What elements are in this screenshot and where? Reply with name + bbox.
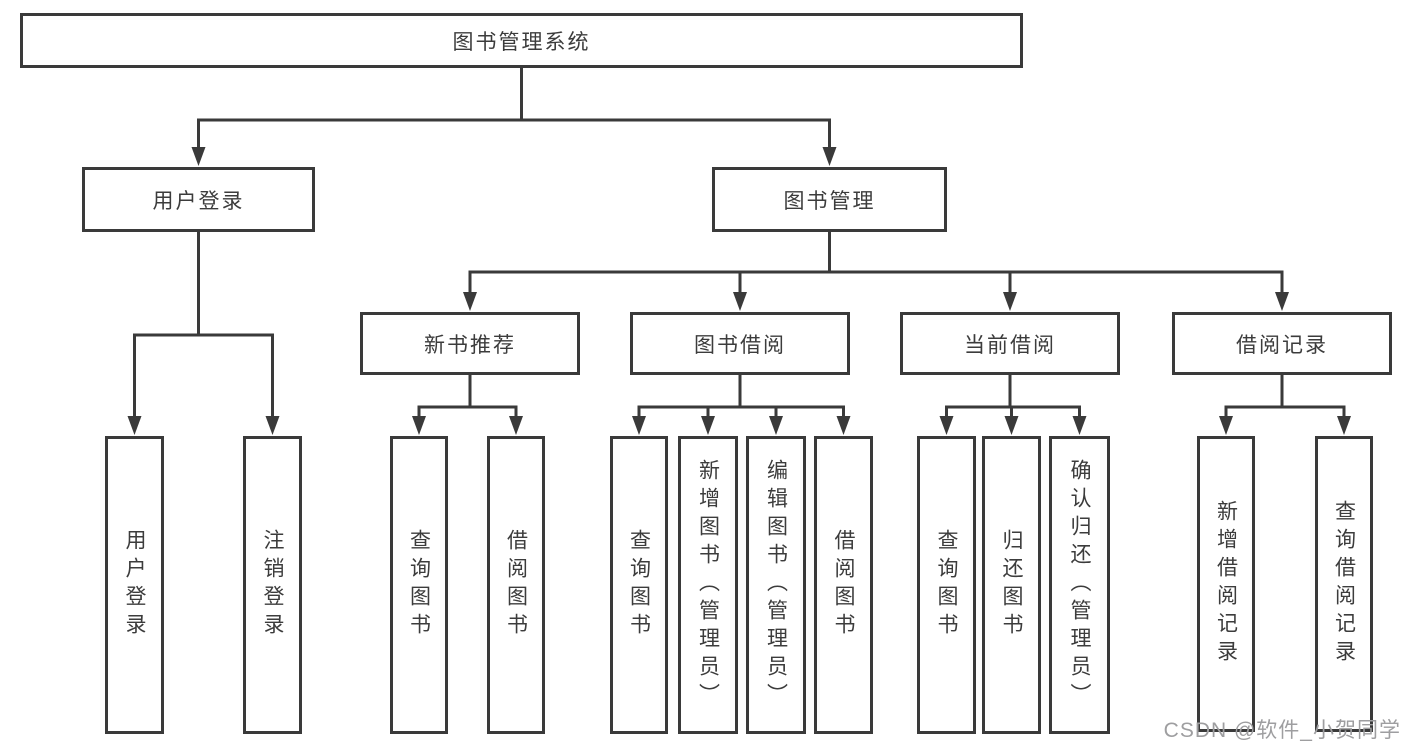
node-label: 查询图书 xyxy=(627,529,651,641)
node-label: 当前借阅 xyxy=(964,333,1056,357)
arrowhead-down-icon xyxy=(1337,416,1351,435)
arrowhead-down-icon xyxy=(1275,292,1289,311)
node-label: 图书管理系统 xyxy=(452,30,591,54)
arrowhead-down-icon xyxy=(1072,416,1087,435)
node-label: 注销登录 xyxy=(261,529,284,641)
node-leaf-logout: 注销登录 xyxy=(243,436,302,734)
node-label: 确认归还（管理员） xyxy=(1068,459,1091,711)
node-label: 用户登录 xyxy=(123,529,146,641)
arrowhead-down-icon xyxy=(836,416,851,435)
arrowhead-down-icon xyxy=(632,416,646,435)
node-new-book-recommend: 新书推荐 xyxy=(360,312,580,375)
node-label: 编辑图书（管理员） xyxy=(764,459,788,711)
node-label: 查询图书 xyxy=(935,529,958,641)
arrowhead-down-icon xyxy=(1219,416,1233,435)
arrowhead-down-icon xyxy=(191,147,206,166)
arrowhead-down-icon xyxy=(509,416,523,435)
node-label: 用户登录 xyxy=(152,189,245,213)
arrowhead-down-icon xyxy=(939,416,954,435)
arrowhead-down-icon xyxy=(769,416,783,435)
arrowhead-down-icon xyxy=(463,292,477,311)
node-leaf-add-borrow-record: 新增借阅记录 xyxy=(1197,436,1255,732)
node-leaf-user-login: 用户登录 xyxy=(105,436,164,734)
node-label: 查询借阅记录 xyxy=(1332,500,1356,668)
node-leaf-query-borrow-record: 查询借阅记录 xyxy=(1315,436,1373,732)
node-leaf-borrow-books-rec: 借阅图书 xyxy=(487,436,545,734)
node-label: 新增图书（管理员） xyxy=(696,459,720,711)
arrowhead-down-icon xyxy=(1003,292,1017,311)
node-label: 借阅图书 xyxy=(504,529,528,641)
node-leaf-edit-books-admin: 编辑图书（管理员） xyxy=(746,436,806,734)
node-current-borrowing: 当前借阅 xyxy=(900,312,1120,375)
node-book-management: 图书管理 xyxy=(712,167,947,232)
node-library-system: 图书管理系统 xyxy=(20,13,1023,68)
node-label: 查询图书 xyxy=(407,529,431,641)
arrowhead-down-icon xyxy=(412,416,426,435)
node-user-login: 用户登录 xyxy=(82,167,315,232)
node-label: 归还图书 xyxy=(1000,529,1023,641)
node-label: 新增借阅记录 xyxy=(1214,500,1238,668)
node-book-borrowing: 图书借阅 xyxy=(630,312,850,375)
node-leaf-borrow-books-borrow: 借阅图书 xyxy=(814,436,873,734)
node-borrowing-records: 借阅记录 xyxy=(1172,312,1392,375)
node-label: 新书推荐 xyxy=(424,333,516,357)
node-leaf-query-books-rec: 查询图书 xyxy=(390,436,448,734)
node-leaf-query-books-borrow: 查询图书 xyxy=(610,436,668,734)
node-label: 借阅图书 xyxy=(832,529,855,641)
node-leaf-return-books: 归还图书 xyxy=(982,436,1041,734)
node-label: 图书借阅 xyxy=(694,333,786,357)
node-label: 图书管理 xyxy=(783,189,876,213)
arrowhead-down-icon xyxy=(733,292,747,311)
node-label: 借阅记录 xyxy=(1236,333,1328,357)
arrowhead-down-icon xyxy=(822,147,837,166)
watermark-text: CSDN @软件_小贺同学 xyxy=(1163,719,1401,742)
arrowhead-down-icon xyxy=(127,416,142,435)
node-leaf-query-books-current: 查询图书 xyxy=(917,436,976,734)
node-leaf-add-books-admin: 新增图书（管理员） xyxy=(678,436,738,734)
arrowhead-down-icon xyxy=(1004,416,1019,435)
node-leaf-confirm-return-admin: 确认归还（管理员） xyxy=(1049,436,1110,734)
arrowhead-down-icon xyxy=(265,416,280,435)
arrowhead-down-icon xyxy=(701,416,715,435)
